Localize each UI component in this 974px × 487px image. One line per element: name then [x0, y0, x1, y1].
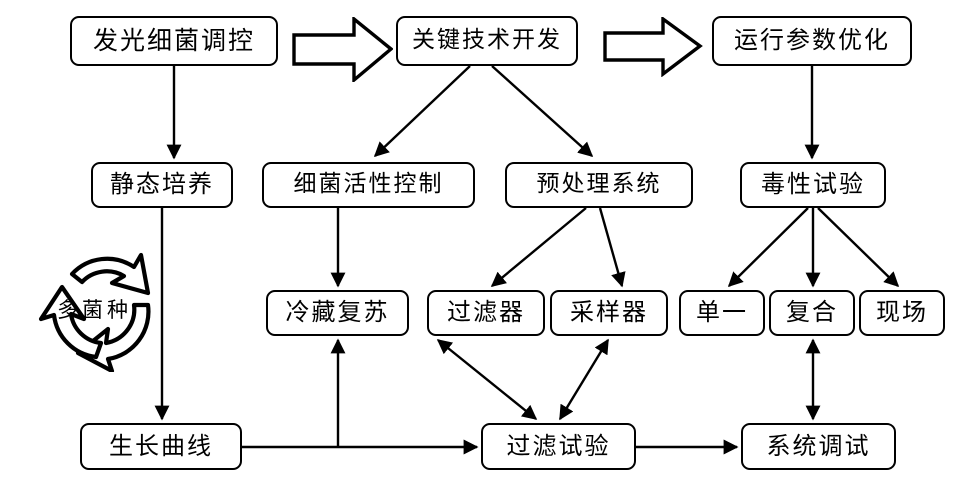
edge-n6-n9 [490, 207, 587, 287]
node-label: 静态培养 [110, 170, 214, 198]
node-dan-yi[interactable]: 单一 [679, 290, 765, 336]
node-label: 发光细菌调控 [92, 25, 255, 55]
node-guo-lv-shi-yan[interactable]: 过滤试验 [481, 423, 636, 470]
node-guo-lv-qi[interactable]: 过滤器 [427, 290, 545, 336]
node-yun-xing-can-shu-you-hua[interactable]: 运行参数优化 [712, 16, 912, 66]
cycle-symbol-label: 多菌种 [57, 298, 132, 322]
node-label: 单一 [696, 298, 748, 326]
node-label: 复合 [786, 298, 838, 326]
node-xi-tong-diao-shi[interactable]: 系统调试 [741, 423, 896, 470]
node-label: 生长曲线 [109, 431, 213, 460]
node-guan-jian-ji-shu-kai-fa[interactable]: 关键技术开发 [396, 16, 578, 66]
node-sheng-zhang-qu-xian[interactable]: 生长曲线 [80, 423, 242, 470]
node-fu-he[interactable]: 复合 [769, 290, 855, 336]
edge-n6-n10 [598, 207, 626, 288]
node-label: 关键技术开发 [412, 26, 562, 53]
node-label: 预处理系统 [536, 170, 662, 197]
node-label: 过滤试验 [506, 431, 611, 460]
node-xian-chang[interactable]: 现场 [859, 290, 945, 336]
node-cai-yang-qi[interactable]: 采样器 [550, 290, 668, 336]
node-label: 过滤器 [447, 298, 525, 326]
block-arrow-right-icon-2 [603, 17, 703, 77]
node-du-xing-shi-yan[interactable]: 毒性试验 [740, 162, 886, 208]
node-label: 运行参数优化 [734, 26, 890, 54]
node-label: 冷藏复苏 [285, 298, 390, 326]
edge-n15-n10 [558, 338, 610, 421]
node-label: 系统调试 [766, 431, 871, 460]
edge-n7-n13 [817, 207, 900, 288]
node-label: 采样器 [570, 298, 648, 326]
recycle-cycle-icon [38, 252, 151, 372]
edge-n15-n9 [436, 339, 538, 420]
node-label: 细菌活性控制 [293, 170, 444, 197]
node-xi-jun-huo-xing-kong-zhi[interactable]: 细菌活性控制 [262, 162, 475, 208]
node-fa-guang-xi-jun-tiao-kong[interactable]: 发光细菌调控 [70, 16, 278, 66]
node-label: 毒性试验 [761, 170, 865, 198]
node-label: 现场 [876, 298, 928, 326]
block-arrow-right-icon-1 [292, 17, 393, 82]
node-jing-tai-pei-yang[interactable]: 静态培养 [91, 162, 233, 208]
edge-n7-n11 [727, 207, 809, 288]
node-leng-cang-fu-su[interactable]: 冷藏复苏 [266, 290, 409, 336]
edge-n2-n6 [491, 65, 594, 157]
node-yu-chu-li-xi-tong[interactable]: 预处理系统 [505, 162, 693, 208]
